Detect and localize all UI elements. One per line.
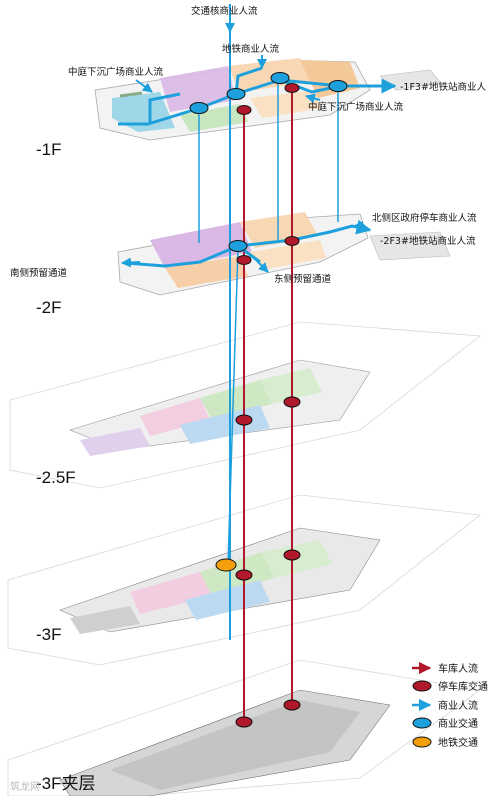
floor-plate-b2-5 [9, 321, 482, 489]
nodes-b2-5 [235, 396, 301, 426]
floor-label-b3: -3F [36, 625, 62, 644]
parking-node [283, 396, 301, 408]
label-top: 交通核商业人流 [191, 5, 258, 17]
parking-node [283, 699, 301, 711]
floor-plate-b3-mezzanine [7, 659, 482, 796]
legend-item-garage-flow: 车库人流 [412, 661, 478, 675]
parking-node [235, 716, 253, 728]
nodes-b3-mezzanine [235, 699, 301, 728]
nodes-b2 [228, 236, 300, 265]
parking-node [236, 105, 252, 115]
commercial-node [189, 102, 209, 114]
parking-node [235, 569, 253, 581]
label-south-reserve: 南侧预留通道 [10, 267, 68, 279]
commercial-node [270, 72, 290, 84]
legend-label: 商业人流 [438, 699, 478, 712]
label-metro-b1: 地铁商业人流 [222, 43, 280, 55]
parking-node [236, 255, 252, 265]
east-reserve-arrow [253, 257, 269, 273]
parking-node [284, 236, 300, 246]
label-f3-metro: -1F3#地铁站商业人 [400, 81, 486, 93]
commercial-node [226, 88, 246, 100]
commercial-node [328, 80, 348, 92]
floor-label-b2-5: -2.5F [36, 468, 76, 487]
floor-label-b3-mezzanine: -3F夹层 [36, 774, 96, 793]
label-courtyard-right: 中庭下沉广场商业人流 [308, 101, 404, 113]
nodes-b3 [215, 549, 301, 581]
legend-item-metro-traffic: 地铁交通 [412, 736, 478, 749]
label-north-gov: 北侧区政府停车商业人流 [372, 212, 477, 224]
legend-item-parking-traffic: 停车库交通 [412, 680, 488, 693]
nodes-b1 [189, 72, 348, 115]
south-reserve-arrow [121, 257, 141, 268]
legend-item-commercial-traffic: 商业交通 [412, 717, 478, 730]
legend-label: 停车库交通 [438, 680, 488, 693]
metro-node [215, 558, 237, 572]
courtyard-left-arrow [135, 79, 153, 93]
legend-label: 地铁交通 [438, 736, 478, 749]
parking-node [235, 414, 253, 426]
parking-node [283, 549, 301, 561]
floor-label-b1: -1F [36, 140, 62, 159]
parking-node [284, 83, 300, 93]
legend-label: 车库人流 [438, 662, 478, 675]
courtyard-right-arrow [305, 93, 321, 104]
commercial-node [228, 240, 248, 252]
legend-item-commercial-flow: 商业人流 [412, 698, 478, 712]
label-east-reserve: 东侧预留通道 [274, 273, 332, 285]
watermark: 筑龙网 [10, 780, 40, 793]
legend: 车库人流 停车库交通 商业人流 商业交通 地铁交通 [412, 661, 488, 749]
legend-label: 商业交通 [438, 717, 478, 730]
floor-label-b2: -2F [36, 298, 62, 317]
label-f3-metro-b2: -2F3#地铁站商业人流 [380, 235, 476, 247]
label-courtyard-left: 中庭下沉广场商业人流 [68, 66, 164, 78]
